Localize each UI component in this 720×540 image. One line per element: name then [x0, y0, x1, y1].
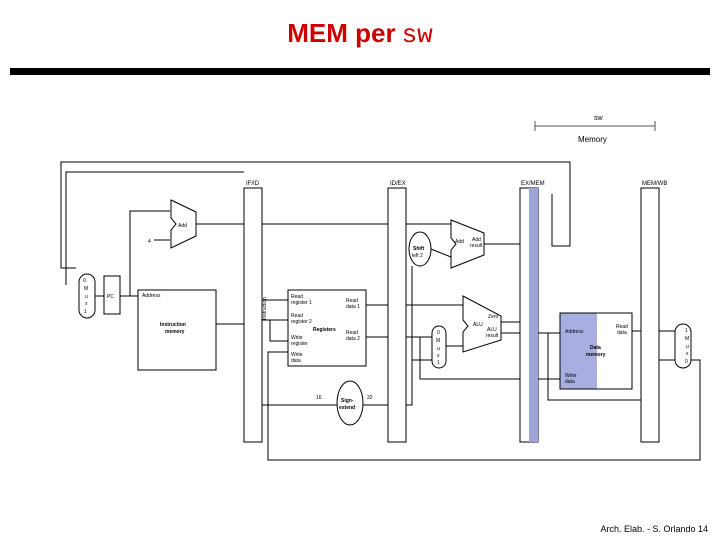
svg-text:Sign-: Sign-: [341, 398, 354, 404]
branch-loop-wire: [60, 161, 571, 269]
svg-text:memory: memory: [165, 329, 185, 335]
svg-text:data 2: data 2: [346, 336, 360, 342]
register-file: [287, 289, 367, 367]
sign-extend: [336, 380, 364, 426]
svg-text:Read: Read: [346, 330, 358, 336]
legend-stage: Memory: [578, 135, 607, 144]
program-counter: [103, 275, 121, 315]
dm-address-label: Address: [565, 329, 584, 335]
svg-text:result: result: [470, 243, 483, 249]
svg-text:register 1: register 1: [291, 300, 312, 306]
alu-src-mux: [431, 325, 447, 369]
svg-text:Read: Read: [616, 324, 628, 330]
writeback-wire: [267, 351, 701, 461]
sign-extend-out-width: 32: [367, 395, 373, 401]
alu-zero-label: Zero: [488, 314, 499, 320]
registers-label: Registers: [313, 327, 336, 333]
svg-text:data: data: [291, 358, 301, 364]
im-address-label: Address: [142, 293, 161, 299]
svg-text:register 2: register 2: [291, 319, 312, 325]
instruction-memory: [137, 289, 217, 371]
svg-text:left 2: left 2: [412, 253, 423, 259]
svg-text:Add: Add: [472, 237, 481, 243]
sign-extend-in-width: 16: [316, 395, 322, 401]
svg-text:x: x: [686, 351, 689, 357]
svg-text:Write: Write: [291, 335, 303, 341]
instruction-bus-label: Instruction: [262, 297, 268, 320]
svg-text:data: data: [565, 379, 575, 385]
svg-text:data 1: data 1: [346, 304, 360, 310]
svg-text:1: 1: [84, 309, 87, 315]
svg-text:Read: Read: [291, 313, 303, 319]
title-text: MEM per: [287, 18, 396, 48]
svg-text:ALU: ALU: [487, 327, 497, 333]
constant-four: 4: [148, 239, 151, 245]
branch-adder: [450, 219, 485, 269]
title-instruction: sw: [401, 20, 433, 50]
svg-text:Read: Read: [346, 298, 358, 304]
pc-adder: [170, 199, 197, 249]
exmem-active-half: [529, 188, 538, 442]
reg-label-ifid: IF/ID: [246, 181, 260, 187]
svg-text:u: u: [686, 344, 689, 350]
title-divider: [10, 68, 710, 75]
svg-text:Shift: Shift: [413, 246, 424, 252]
svg-text:1: 1: [437, 360, 440, 366]
svg-text:extend: extend: [339, 405, 355, 411]
pipeline-register-ifid: [243, 187, 263, 443]
svg-text:0: 0: [83, 278, 86, 284]
svg-text:Instruction: Instruction: [160, 322, 186, 328]
svg-text:u: u: [437, 346, 440, 352]
svg-text:Data: Data: [590, 345, 601, 351]
svg-text:M: M: [84, 286, 88, 292]
slide-footer: Arch. Elab. - S. Orlando 14: [600, 524, 708, 534]
svg-text:memory: memory: [586, 352, 606, 358]
svg-text:x: x: [85, 301, 88, 307]
svg-text:Read: Read: [291, 294, 303, 300]
pipeline-register-memwb: [640, 187, 660, 443]
svg-text:data: data: [617, 330, 627, 336]
svg-text:x: x: [437, 353, 440, 359]
pc-adder-label: Add: [178, 223, 187, 229]
reg-label-memwb: MEM/WB: [642, 181, 667, 187]
svg-text:u: u: [85, 294, 88, 300]
svg-text:0: 0: [685, 359, 688, 365]
memtoreg-mux: [674, 323, 692, 369]
svg-text:Write: Write: [291, 352, 303, 358]
reg-label-exmem: EX/MEM: [521, 181, 545, 187]
svg-text:result: result: [486, 333, 499, 339]
pipeline-register-idex: [387, 187, 407, 443]
alu-label: ALU: [473, 322, 483, 328]
alu: [462, 295, 502, 353]
svg-text:M: M: [436, 338, 440, 344]
svg-text:M: M: [685, 336, 689, 342]
svg-text:register: register: [291, 341, 308, 347]
reg-label-idex: ID/EX: [390, 181, 406, 187]
legend-instruction: sw: [594, 115, 604, 122]
svg-text:Write: Write: [565, 373, 577, 379]
svg-text:Add: Add: [455, 239, 464, 245]
pc-label: PC: [107, 294, 114, 300]
svg-text:0: 0: [437, 330, 440, 336]
svg-text:1: 1: [685, 328, 688, 334]
data-memory-active: [560, 313, 597, 389]
